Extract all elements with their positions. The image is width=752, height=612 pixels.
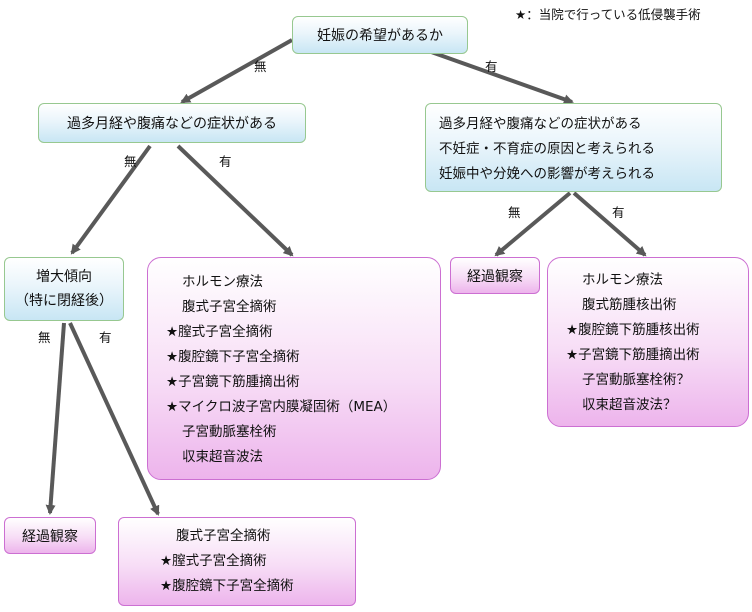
left-treatment-item: 腹式子宮全摘術 <box>182 299 277 315</box>
right-treatment-options-node: ホルモン療法 腹式筋腫核出術 ★腹腔鏡下筋腫核出術 ★子宮鏡下筋腫摘出術 子宮動… <box>547 257 749 427</box>
arrow-growth-yes <box>68 322 160 516</box>
legend-note: ★：当院で行っている低侵襲手術 <box>515 7 701 22</box>
growth-observe-node: 経過観察 <box>4 517 96 554</box>
right-no-label: 無 <box>508 205 521 220</box>
left-treatment-options-node: ホルモン療法 腹式子宮全摘術 ★膣式子宮全摘術 ★腹腔鏡下子宮全摘術 ★子宮鏡下… <box>147 257 441 480</box>
growth-observe-text: 経過観察 <box>22 528 78 545</box>
growth-treatment-item: 腹式子宮全摘術 <box>176 528 271 544</box>
right-treatment-item: ★子宮鏡下筋腫摘出術 <box>566 347 700 363</box>
root-question-node: 妊娠の希望があるか <box>292 16 468 54</box>
arrow-left-no <box>70 144 152 255</box>
growth-tendency-note: （特に閉経後） <box>15 293 113 309</box>
growth-tendency-node: 増大傾向 （特に閉経後） <box>4 257 124 321</box>
root-question-text: 妊娠の希望があるか <box>317 28 443 44</box>
left-treatment-item: ★マイクロ波子宮内膜凝固術（MEA） <box>166 399 397 415</box>
root-yes-label: 有 <box>485 59 498 74</box>
left-treatment-item: ホルモン療法 <box>182 274 263 290</box>
right-condition-question-node: 過多月経や腹痛などの症状がある 不妊症・不育症の原因と考えられる 妊娠中や分娩へ… <box>425 103 722 192</box>
growth-treatment-item: ★膣式子宮全摘術 <box>160 553 267 569</box>
right-observe-text: 経過観察 <box>467 268 523 285</box>
growth-no-label: 無 <box>38 330 51 345</box>
right-treatment-item: 腹式筋腫核出術 <box>582 297 677 313</box>
arrow-growth-no <box>45 322 66 515</box>
root-no-label: 無 <box>254 59 267 74</box>
growth-yes-label: 有 <box>99 330 112 345</box>
right-treatment-item: ★腹腔鏡下筋腫核出術 <box>566 322 700 338</box>
left-no-label: 無 <box>124 154 137 169</box>
left-symptom-question-node: 過多月経や腹痛などの症状がある <box>38 103 306 143</box>
growth-treatment-options-node: 腹式子宮全摘術 ★膣式子宮全摘術 ★腹腔鏡下子宮全摘術 <box>118 517 356 606</box>
right-observe-node: 経過観察 <box>450 257 540 294</box>
growth-tendency-text: 増大傾向 <box>36 269 92 285</box>
left-treatment-item: 子宮動脈塞栓術 <box>182 424 277 440</box>
arrow-left-yes <box>176 144 294 257</box>
left-yes-label: 有 <box>219 154 232 169</box>
right-yes-label: 有 <box>612 205 625 220</box>
arrow-root-yes <box>419 46 574 105</box>
growth-treatment-item: ★腹腔鏡下子宮全摘術 <box>160 578 294 594</box>
left-treatment-item: ★膣式子宮全摘術 <box>166 324 273 340</box>
left-treatment-item: 収束超音波法 <box>182 449 263 465</box>
right-treatment-item: 子宮動脈塞栓術？ <box>582 372 690 388</box>
arrow-right-no <box>494 191 572 257</box>
left-treatment-item: ★腹腔鏡下子宮全摘術 <box>166 349 300 365</box>
left-treatment-item: ★子宮鏡下筋腫摘出術 <box>166 374 300 390</box>
arrow-root-no <box>180 38 293 104</box>
left-symptom-question-text: 過多月経や腹痛などの症状がある <box>67 116 277 132</box>
right-question-line: 不妊症・不育症の原因と考えられる <box>439 141 655 157</box>
right-question-line: 妊娠中や分娩への影響が考えられる <box>439 166 655 182</box>
right-treatment-item: 収束超音波法？ <box>582 397 677 413</box>
right-question-line: 過多月経や腹痛などの症状がある <box>439 116 642 132</box>
right-treatment-item: ホルモン療法 <box>582 272 663 288</box>
arrow-right-yes <box>572 191 647 257</box>
